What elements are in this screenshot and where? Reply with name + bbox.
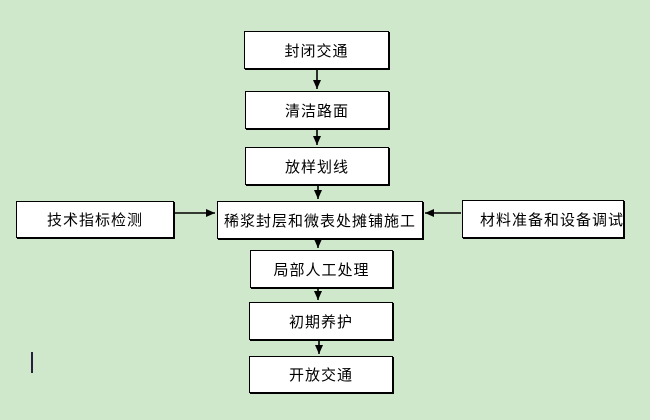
flow-node-slurry-seal-paving[interactable]: 稀浆封层和微表处摊铺施工: [217, 201, 423, 239]
flow-node-initial-curing[interactable]: 初期养护: [249, 302, 393, 340]
node-label: 稀浆封层和微表处摊铺施工: [223, 212, 416, 230]
node-label: 技术指标检测: [46, 212, 143, 229]
node-label: 局部人工处理: [273, 261, 370, 279]
flow-node-close-traffic[interactable]: 封闭交通: [244, 31, 389, 69]
node-label: 开放交通: [288, 367, 353, 384]
flow-node-local-manual-treatment[interactable]: 局部人工处理: [250, 250, 393, 288]
flow-node-open-traffic[interactable]: 开放交通: [249, 356, 393, 393]
flow-node-stakeout-marking[interactable]: 放样划线: [245, 147, 389, 185]
node-label: 清洁路面: [284, 102, 349, 120]
flow-node-tech-index-inspection[interactable]: 技术指标检测: [16, 201, 174, 238]
node-label: 放样划线: [284, 158, 349, 176]
node-label: 材料准备和设备调试: [480, 211, 625, 229]
flow-node-clean-road-surface[interactable]: 清洁路面: [245, 91, 389, 129]
text-caret: [31, 352, 33, 373]
flow-node-material-equipment-prep[interactable]: 材料准备和设备调试: [462, 200, 624, 238]
node-label: 封闭交通: [284, 42, 349, 60]
node-label: 初期养护: [288, 313, 353, 331]
